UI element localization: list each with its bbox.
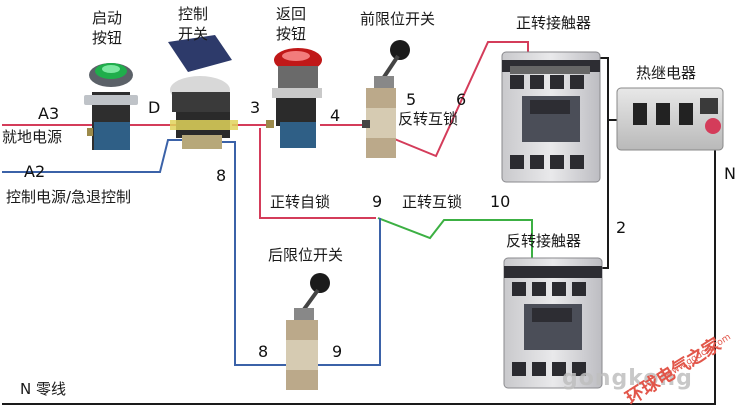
- wire-8: [222, 141, 298, 366]
- node-3: 3: [250, 98, 261, 117]
- neutral-line-label: N 零线: [20, 380, 66, 398]
- front-limit-switch-label: 前限位开关: [360, 10, 436, 28]
- node-9-bottom: 9: [332, 342, 343, 361]
- forward-self-lock-label: 正转自锁: [270, 193, 331, 211]
- node-a3: A3: [38, 104, 60, 123]
- wire-3-down: [259, 128, 376, 219]
- node-6: 6: [456, 90, 467, 109]
- node-2: 2: [616, 218, 627, 237]
- rear-limit-switch-device: [286, 273, 330, 390]
- control-switch-device: [168, 35, 238, 149]
- reverse-interlock-label: 反转互锁: [398, 110, 459, 128]
- node-a2: A2: [24, 162, 46, 181]
- thermal-relay-device: [616, 87, 724, 151]
- node-5: 5: [406, 90, 417, 109]
- node-8-bottom: 8: [258, 342, 269, 361]
- control-switch-label: 控制 开关: [178, 5, 209, 43]
- reset-button-label: 返回 按钮: [276, 5, 307, 43]
- wire-5-6: [391, 41, 529, 158]
- forward-interlock-label: 正转互锁: [402, 193, 463, 211]
- control-power-label: 控制电源/急退控制: [6, 188, 132, 206]
- node-10: 10: [490, 192, 511, 211]
- node-4: 4: [330, 106, 341, 125]
- wire-9-bottom: [318, 218, 381, 366]
- front-limit-switch-device: [362, 40, 410, 158]
- wire-a2: [2, 139, 190, 173]
- node-9-mid: 9: [372, 192, 383, 211]
- node-d: D: [148, 98, 161, 117]
- reverse-contactor-device: [503, 257, 603, 389]
- reset-button-device: [266, 48, 322, 148]
- reverse-contactor-label: 反转接触器: [506, 232, 582, 250]
- node-n-right: N: [724, 164, 736, 183]
- forward-contactor-label: 正转接触器: [516, 14, 592, 32]
- local-power-label: 就地电源: [2, 128, 63, 146]
- start-button-device: [84, 63, 138, 150]
- wire-9-10: [377, 217, 533, 275]
- node-8-top: 8: [216, 166, 227, 185]
- start-button-label: 启动 按钮: [92, 9, 123, 47]
- watermark-gongkong: gongkong: [562, 366, 693, 391]
- thermal-relay-label: 热继电器: [636, 64, 697, 82]
- rear-limit-switch-label: 后限位开关: [268, 246, 344, 264]
- forward-contactor-device: [501, 51, 601, 183]
